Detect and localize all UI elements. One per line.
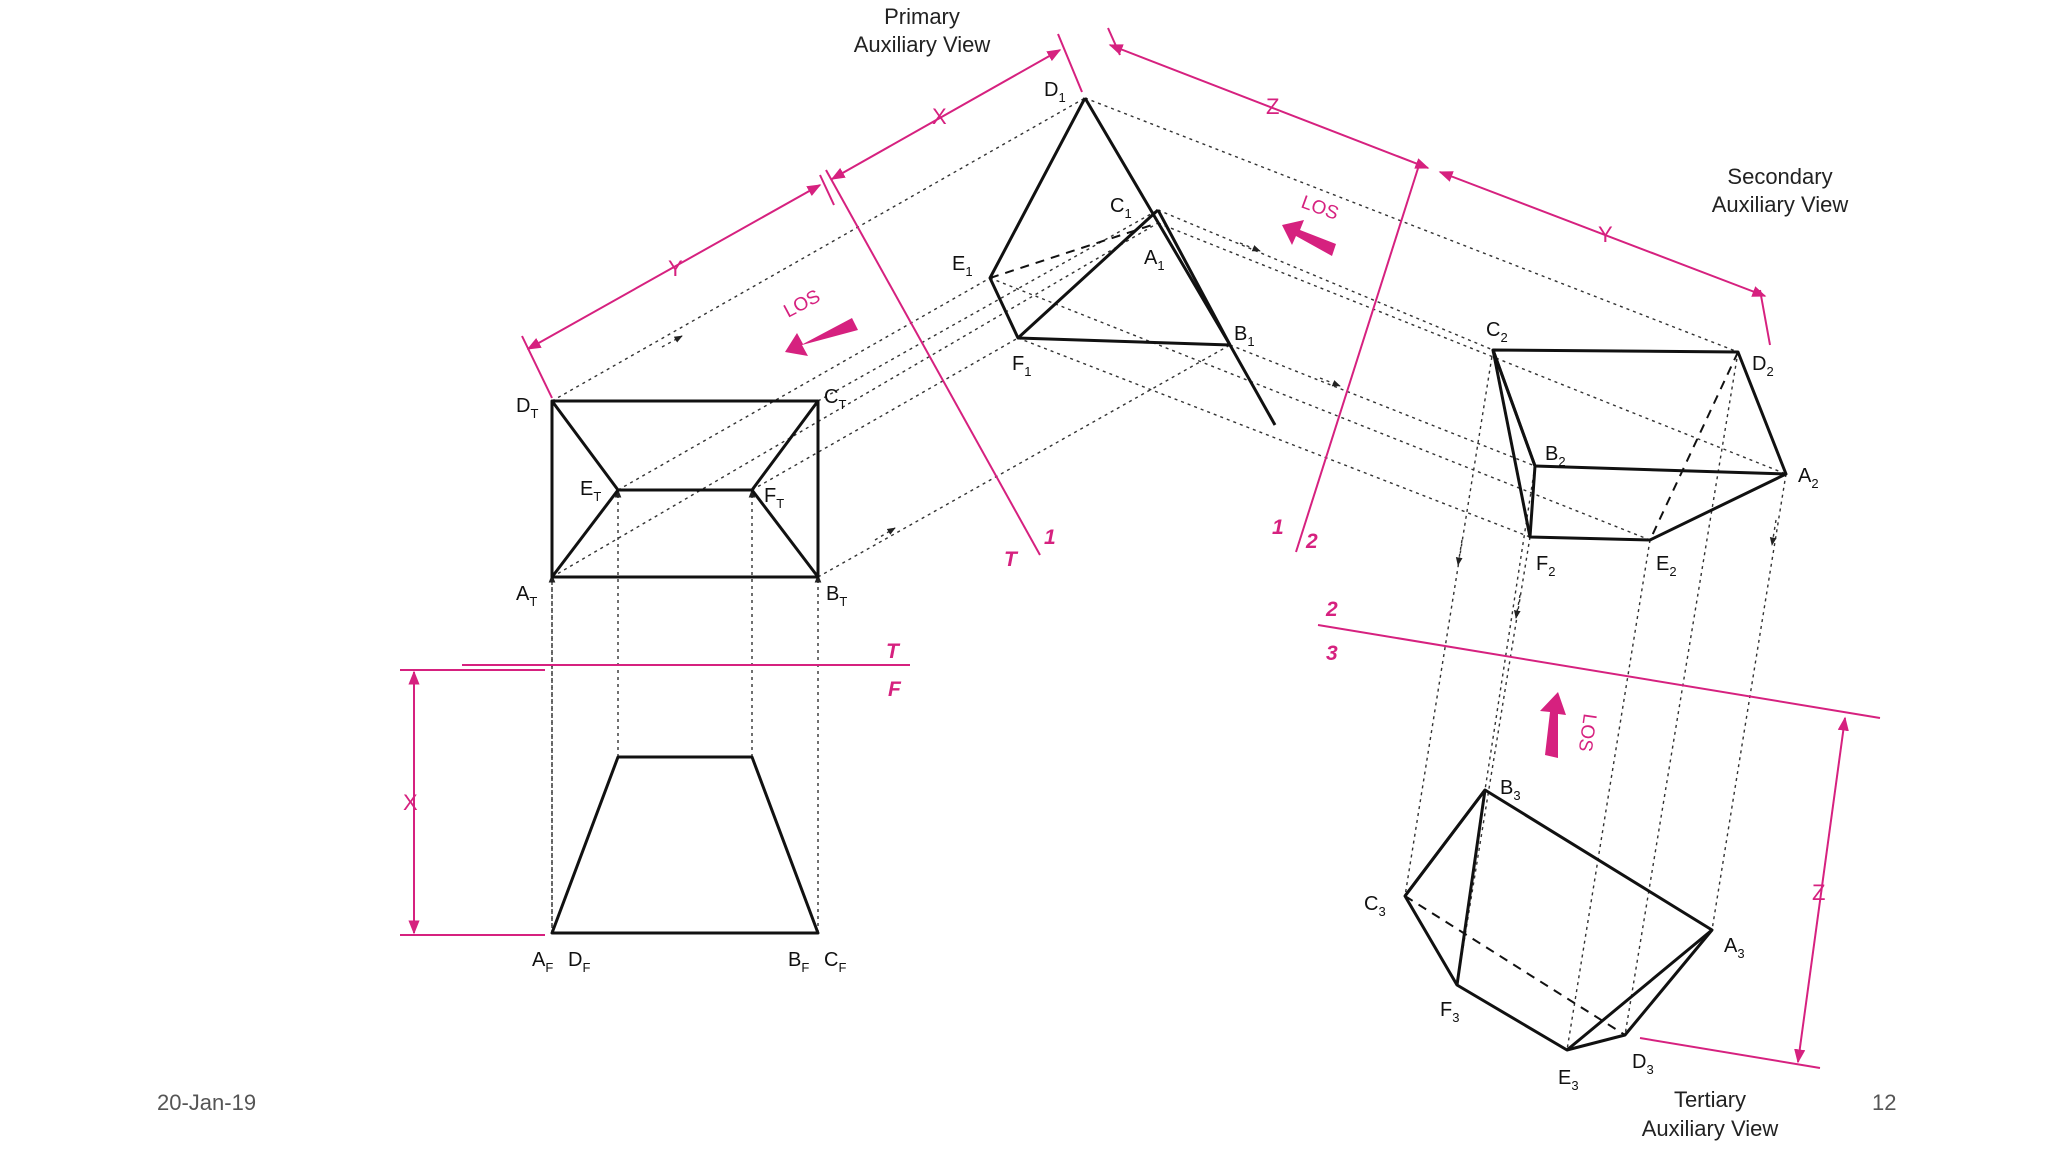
- label-d2: D2: [1752, 353, 1774, 379]
- fold-label-t-top: T: [886, 640, 901, 663]
- label-a2: A2: [1798, 465, 1819, 491]
- tertiary-view-title-1: Tertiary: [1674, 1087, 1746, 1112]
- label-bt: BT: [826, 583, 847, 609]
- label-b1: B1: [1234, 323, 1255, 349]
- label-df: DF: [568, 949, 590, 975]
- fold-label-2-secondary: 2: [1305, 530, 1318, 553]
- label-c3: C3: [1364, 893, 1386, 919]
- dim-x-front: X: [403, 790, 418, 815]
- secondary-view-title-1: Secondary: [1727, 164, 1832, 189]
- footer-date: 20-Jan-19: [157, 1090, 257, 1115]
- label-ft: FT: [764, 485, 784, 511]
- label-b2: B2: [1545, 443, 1566, 469]
- label-dt: DT: [516, 395, 538, 421]
- label-cf: CF: [824, 949, 846, 975]
- label-af: AF: [532, 949, 553, 975]
- label-a1: A1: [1144, 247, 1165, 273]
- dimension-lines: [400, 27, 1849, 1069]
- label-f2: F2: [1536, 553, 1555, 579]
- label-at: AT: [516, 583, 537, 609]
- top-view: [550, 399, 820, 579]
- dim-y-primary: Y: [668, 256, 683, 281]
- label-f3: F3: [1440, 999, 1459, 1025]
- primary-auxiliary-view: [988, 97, 1277, 426]
- label-b3: B3: [1500, 777, 1521, 803]
- dim-z-tertiary: Z: [1812, 880, 1825, 905]
- fold-lines: [462, 161, 1881, 719]
- fold-label-f: F: [888, 678, 902, 701]
- label-e2: E2: [1656, 553, 1677, 579]
- label-d3: D3: [1632, 1051, 1654, 1077]
- primary-view-title-1: Primary: [884, 4, 960, 29]
- tertiary-auxiliary-view: [1403, 788, 1714, 1052]
- label-e1: E1: [952, 253, 973, 279]
- dim-z-primary: Z: [1266, 94, 1279, 119]
- fold-label-t-primary: T: [1004, 548, 1019, 571]
- label-c1: C1: [1110, 195, 1132, 221]
- footer-page-number: 12: [1872, 1090, 1897, 1115]
- dim-y-secondary: Y: [1598, 222, 1613, 247]
- label-bf: BF: [788, 949, 809, 975]
- fold-label-1-primary: 1: [1044, 526, 1056, 549]
- dim-x-primary: X: [932, 104, 947, 129]
- tertiary-view-title-2: Auxiliary View: [1642, 1116, 1779, 1141]
- label-a3: A3: [1724, 935, 1745, 961]
- label-d1: D1: [1044, 79, 1066, 105]
- front-view: [550, 755, 820, 935]
- fold-label-1-secondary: 1: [1272, 516, 1284, 539]
- fold-label-3-tertiary: 3: [1326, 642, 1338, 665]
- fold-label-2-tertiary: 2: [1325, 598, 1338, 621]
- secondary-view-title-2: Auxiliary View: [1712, 192, 1849, 217]
- los-arrow-tertiary: LOS: [1540, 692, 1600, 758]
- los-arrow-secondary: LOS: [1282, 192, 1341, 256]
- label-et: ET: [580, 478, 601, 504]
- label-f1: F1: [1012, 353, 1031, 379]
- los-label-secondary: LOS: [1298, 192, 1341, 225]
- los-arrow-primary: LOS: [780, 286, 858, 356]
- label-e3: E3: [1558, 1067, 1579, 1093]
- primary-view-title-2: Auxiliary View: [854, 32, 991, 57]
- los-label-tertiary: LOS: [1574, 712, 1600, 753]
- label-ct: CT: [824, 386, 846, 412]
- label-c2: C2: [1486, 319, 1508, 345]
- secondary-auxiliary-view: [1491, 348, 1788, 542]
- los-label-primary: LOS: [780, 286, 823, 322]
